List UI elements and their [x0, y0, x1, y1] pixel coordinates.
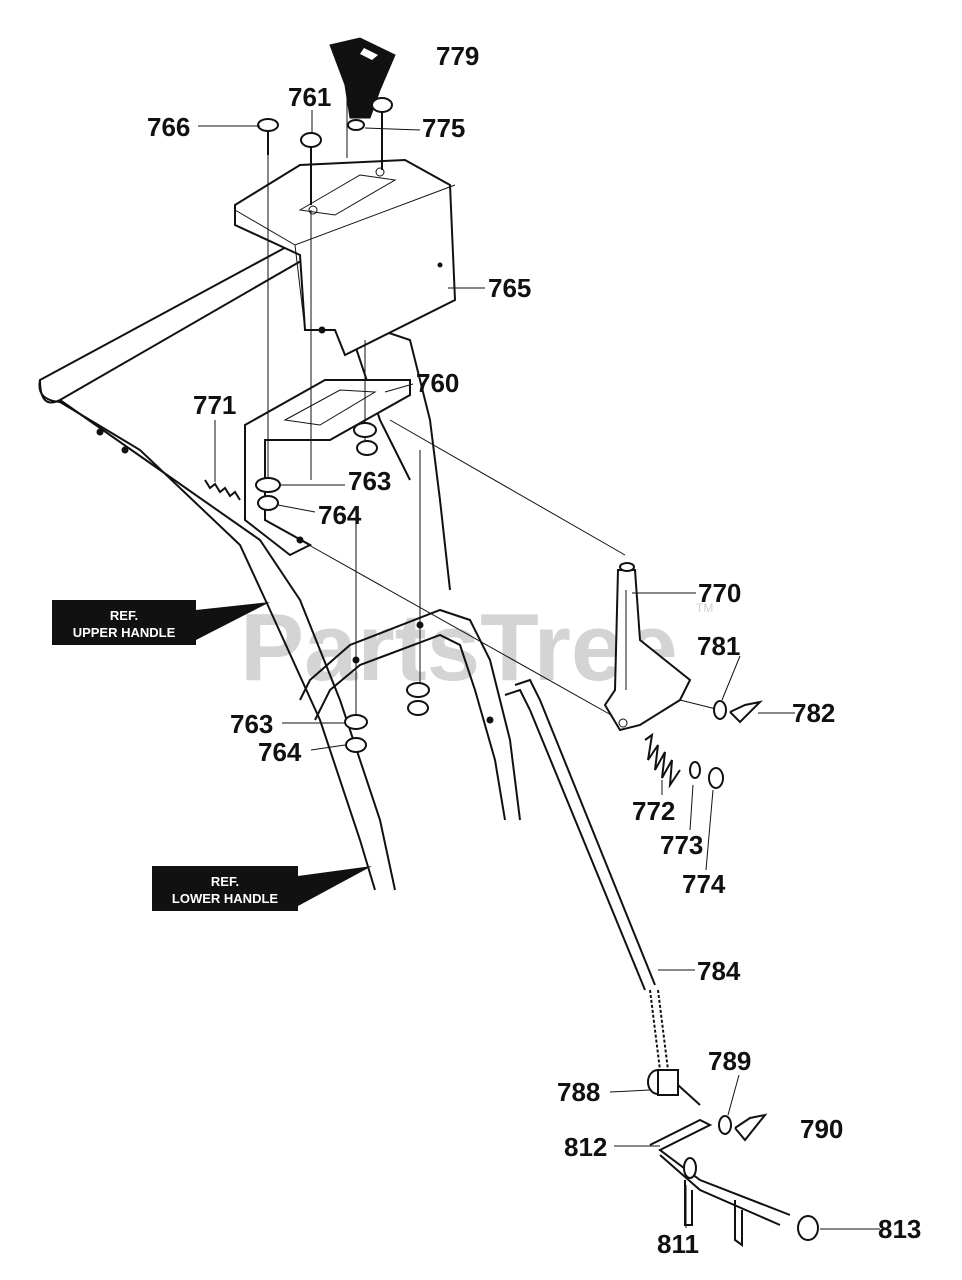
label-813: 813	[878, 1214, 921, 1244]
label-788: 788	[557, 1077, 600, 1107]
label-766: 766	[147, 112, 190, 142]
ref-lower-handle: REF. LOWER HANDLE	[152, 866, 372, 911]
nut-813	[797, 1215, 819, 1241]
washers-nuts-upper	[255, 422, 430, 753]
label-811: 811	[657, 1229, 699, 1259]
lower-handle-drawing	[299, 329, 521, 821]
label-764-lower: 764	[258, 737, 302, 767]
label-775: 775	[422, 113, 465, 143]
label-763-lower: 763	[230, 709, 273, 739]
label-770: 770	[698, 578, 741, 608]
washer-clip-781-782	[713, 700, 764, 724]
label-764-upper: 764	[318, 500, 362, 530]
label-773: 773	[660, 830, 703, 860]
ferrule-788	[647, 1069, 701, 1106]
shift-rod	[504, 678, 669, 1071]
bracket-plate	[244, 379, 411, 557]
ref-upper-line1: REF.	[110, 608, 138, 623]
spring-washer-nut	[644, 732, 724, 789]
label-790: 790	[800, 1114, 843, 1144]
label-760: 760	[416, 368, 459, 398]
label-774: 774	[682, 869, 726, 899]
watermark-tm: TM	[696, 601, 713, 615]
label-812: 812	[564, 1132, 607, 1162]
watermark: PartsTree TM	[240, 594, 713, 701]
label-782: 782	[792, 698, 835, 728]
ref-lower-line2: LOWER HANDLE	[172, 891, 278, 906]
upper-handle-drawing	[38, 243, 411, 891]
label-771: 771	[193, 390, 236, 420]
ref-upper-line2: UPPER HANDLE	[73, 625, 176, 640]
label-761: 761	[288, 82, 331, 112]
label-763-upper: 763	[348, 466, 391, 496]
label-779: 779	[436, 41, 479, 71]
label-789: 789	[708, 1046, 751, 1076]
shift-arm	[649, 1118, 791, 1247]
spring-771	[204, 479, 241, 501]
ref-lower-line1: REF.	[211, 874, 239, 889]
label-784: 784	[697, 956, 741, 986]
label-765: 765	[488, 273, 531, 303]
bolts	[257, 97, 393, 205]
control-box-cover	[234, 158, 457, 357]
leader-lines	[198, 110, 880, 1230]
label-772: 772	[632, 796, 675, 826]
washer-clip-789-790	[718, 1113, 768, 1142]
assembly-lines	[267, 155, 721, 721]
watermark-text: PartsTree	[240, 594, 678, 701]
ref-upper-handle: REF. UPPER HANDLE	[52, 600, 270, 645]
label-781: 781	[697, 631, 740, 661]
part-labels: 779 761 766 775 765 760 771 763 764 770 …	[147, 41, 921, 1259]
shift-lever	[603, 562, 692, 732]
